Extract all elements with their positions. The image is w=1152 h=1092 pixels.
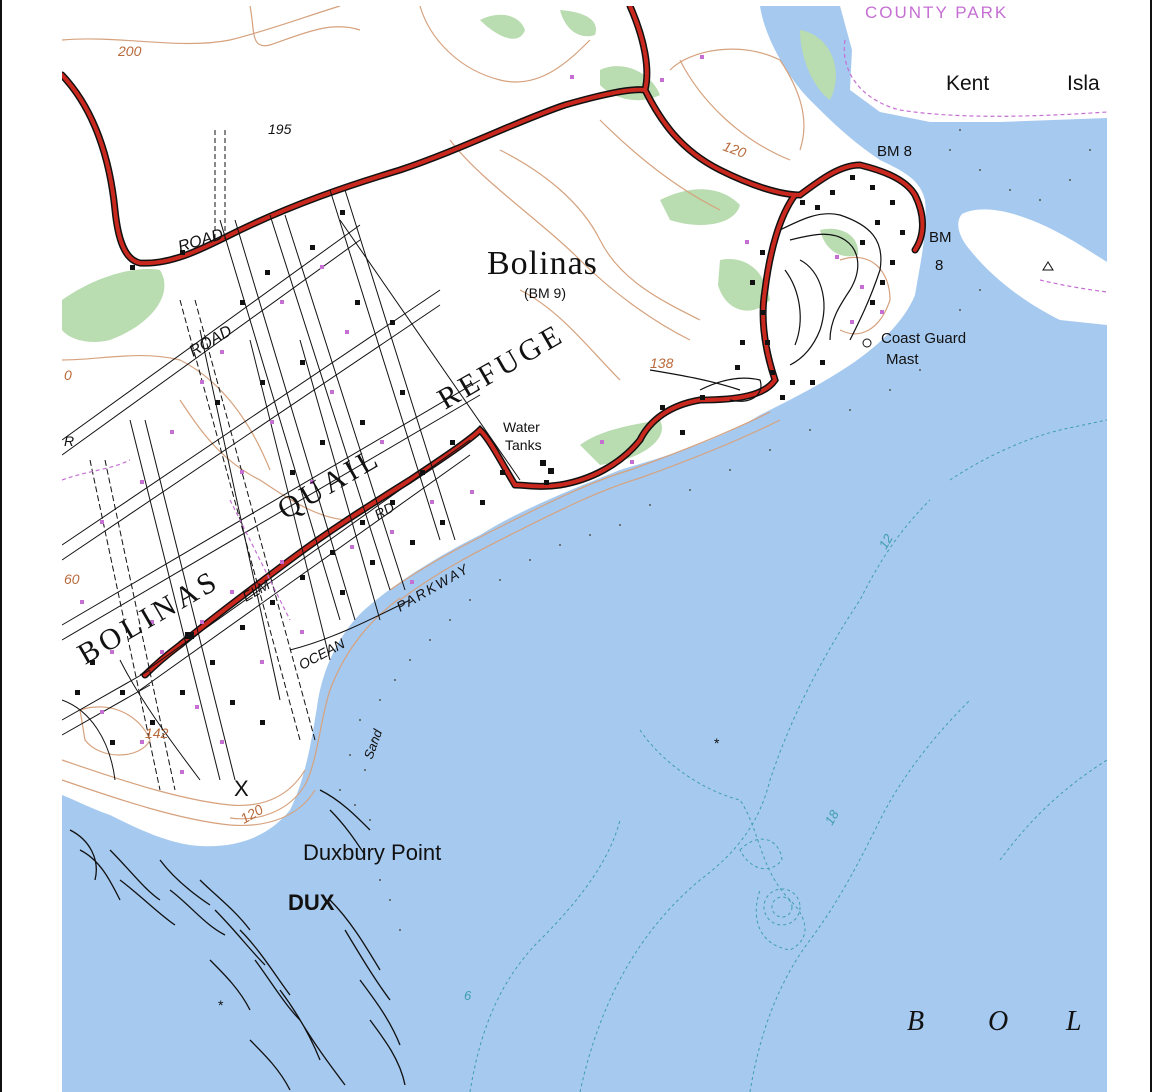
purple-boundaries bbox=[61, 39, 1108, 621]
bay-letter-b: B bbox=[907, 1006, 924, 1037]
bm8-label-a: BM 8 bbox=[877, 143, 912, 160]
bay-letter-o: O bbox=[988, 1006, 1008, 1037]
left-margin bbox=[2, 0, 62, 1092]
town-label: Bolinas bbox=[487, 245, 598, 282]
triangulation-icon bbox=[1042, 261, 1054, 271]
kent-island-label-suffix: Isla bbox=[1067, 72, 1100, 95]
purple-markers bbox=[80, 55, 884, 774]
kent-island-label: Kent bbox=[946, 72, 989, 95]
x-mark-label: X bbox=[234, 776, 249, 801]
coast-guard-label-1: Coast Guard bbox=[881, 330, 966, 347]
bm8-label-b1: BM bbox=[929, 229, 952, 246]
elev-60: 60 bbox=[64, 571, 80, 587]
contour-lines bbox=[61, 5, 891, 827]
elev-138: 138 bbox=[650, 355, 674, 371]
reef-rocks bbox=[69, 789, 406, 1091]
coast-guard-label-2: Mast bbox=[886, 351, 919, 368]
elev-120a: 120 bbox=[721, 138, 749, 161]
right-margin bbox=[1107, 0, 1150, 1092]
water-tanks-label-2: Tanks bbox=[505, 437, 542, 453]
point-label: Duxbury Point bbox=[303, 840, 441, 865]
map-symbols: * * bbox=[218, 261, 1054, 1013]
depth-6: 6 bbox=[464, 988, 472, 1003]
rock-star-icon: * bbox=[714, 735, 720, 751]
bay-letter-l: L bbox=[1065, 1006, 1082, 1037]
sand-stipple bbox=[339, 129, 1091, 931]
elev-195: 195 bbox=[268, 121, 292, 137]
elev-142: 142 bbox=[145, 725, 169, 741]
dux-label: DUX bbox=[288, 890, 335, 915]
buildings bbox=[75, 175, 905, 745]
winding-roads bbox=[649, 213, 882, 402]
top-margin bbox=[2, 0, 1150, 6]
water-tanks-label-1: Water bbox=[503, 419, 540, 435]
kent-island-spit bbox=[958, 209, 1107, 325]
kent-island bbox=[840, 6, 1107, 122]
county-park-label: COUNTY PARK bbox=[865, 3, 1008, 22]
mast-icon bbox=[862, 338, 872, 348]
rock-star-icon-2: * bbox=[218, 997, 224, 1013]
elev-200: 200 bbox=[117, 43, 142, 59]
elev-r: R bbox=[64, 433, 74, 449]
bm8-label-b2: 8 bbox=[935, 257, 943, 274]
major-roads bbox=[58, 2, 926, 679]
elev-0: 0 bbox=[64, 367, 72, 383]
town-bm-label: (BM 9) bbox=[524, 285, 566, 301]
depth-contours bbox=[469, 419, 1108, 1092]
